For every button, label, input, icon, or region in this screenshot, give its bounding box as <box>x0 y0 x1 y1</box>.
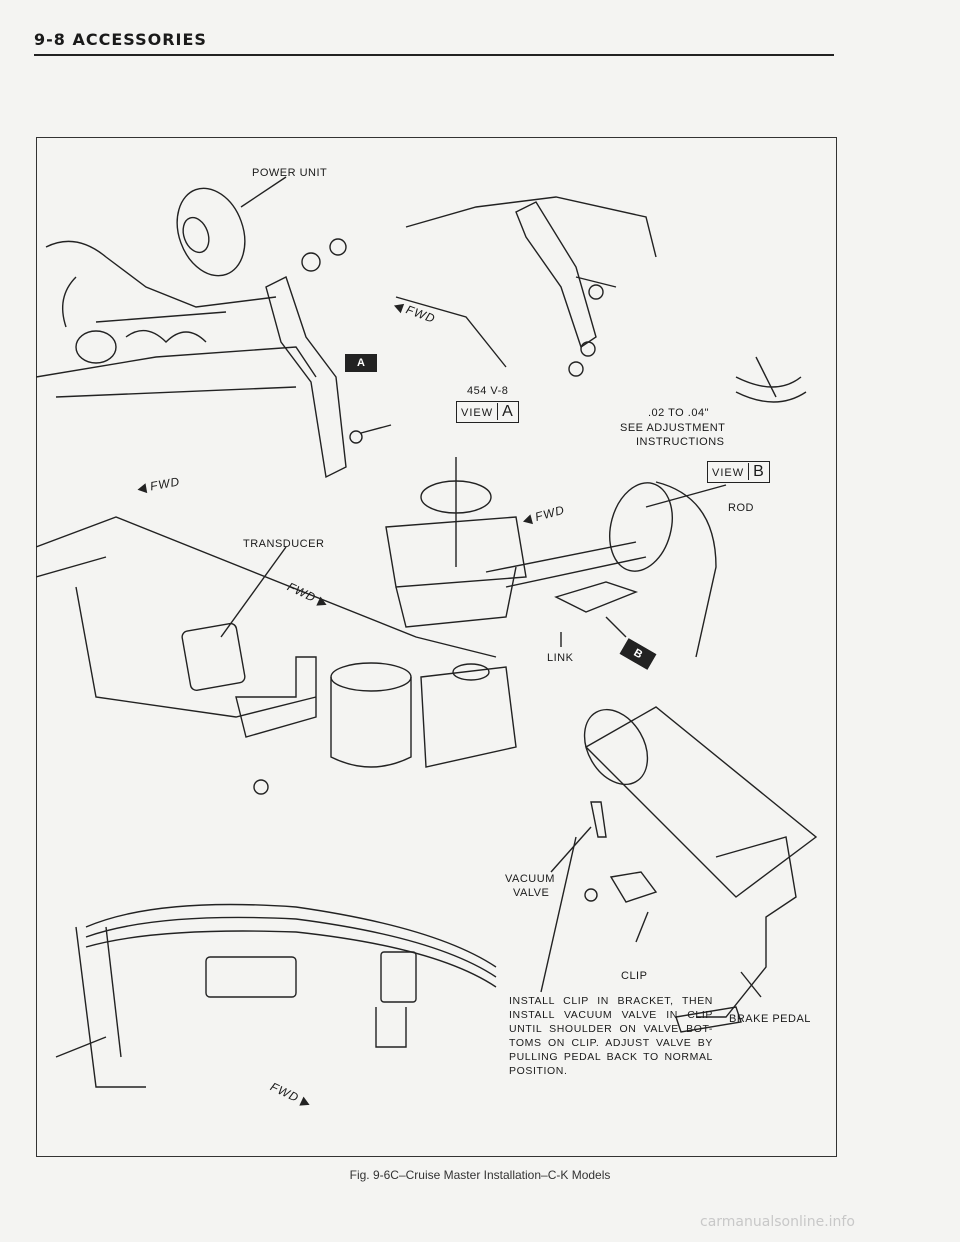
view-b-word: VIEW <box>712 467 745 479</box>
installation-instructions: INSTALL CLIP IN BRACKET, THEN INSTALL VA… <box>509 995 713 1077</box>
engine-label: 454 V-8 <box>467 385 509 397</box>
master-cylinder-drawing <box>205 956 297 998</box>
view-b-power-unit <box>609 482 673 572</box>
carburetor-drawing <box>385 516 527 588</box>
installation-illustration <box>36 176 818 1088</box>
clip-label: CLIP <box>621 970 648 982</box>
view-b-letter: B <box>748 463 765 480</box>
transducer-bracket <box>235 656 317 738</box>
figure-frame <box>36 137 837 1157</box>
power-unit-drawing <box>176 187 246 277</box>
vacuum-valve-label-line2: VALVE <box>513 887 550 899</box>
cable-run <box>85 903 497 968</box>
page-header: 9-8 ACCESSORIES <box>34 30 834 58</box>
brake-pedal-label: BRAKE PEDAL <box>729 1013 811 1025</box>
brake-pedal-pad <box>675 1006 742 1033</box>
reservoir-drawing <box>330 662 412 692</box>
clearance-label: .02 TO .04" <box>648 407 709 419</box>
arrow-left-icon <box>392 300 405 314</box>
brake-pedal-arm <box>696 836 797 1018</box>
link-drawing <box>554 581 639 613</box>
view-a-callout-tag: A <box>345 354 377 372</box>
header-rule <box>34 54 834 56</box>
page-title: 9-8 ACCESSORIES <box>34 30 207 49</box>
power-unit-bracket <box>265 276 347 479</box>
power-unit-label: POWER UNIT <box>252 167 328 179</box>
arrow-left-icon <box>136 483 148 495</box>
vacuum-valve-label-line1: VACUUM <box>505 873 555 885</box>
steering-column <box>584 706 818 898</box>
vacuum-valve-drawing <box>590 801 607 838</box>
transducer-label: TRANSDUCER <box>243 538 325 550</box>
transducer-drawing <box>181 622 246 691</box>
adjustment-label-line2: INSTRUCTIONS <box>636 436 725 448</box>
clip-drawing <box>609 871 658 903</box>
view-a-letter: A <box>497 403 514 420</box>
link-label: LINK <box>547 652 574 664</box>
watermark: carmanualsonline.info <box>700 1214 855 1230</box>
engine-outline <box>45 240 277 308</box>
rod-label: ROD <box>728 502 754 514</box>
arrow-left-icon <box>521 514 533 527</box>
figure-caption: Fig. 9-6C–Cruise Master Installation–C-K… <box>349 1168 611 1182</box>
view-a-bracket <box>515 201 597 349</box>
view-a-word: VIEW <box>461 407 494 419</box>
adjustment-label-line1: SEE ADJUSTMENT <box>620 422 726 434</box>
